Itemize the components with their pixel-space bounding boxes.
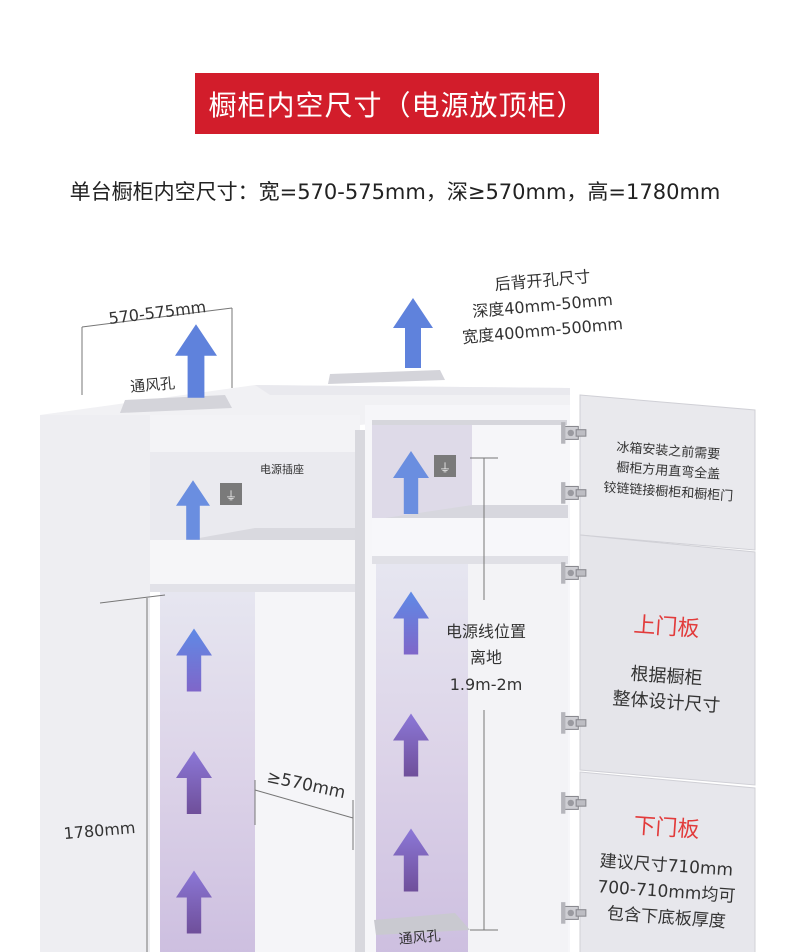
svg-text:⏚: ⏚ xyxy=(439,461,451,475)
dimension-lines xyxy=(81,307,498,952)
vent-top-right xyxy=(328,370,445,384)
lower-door-title: 下门板 xyxy=(633,814,701,844)
upper-door-panel xyxy=(579,534,756,786)
airflow-arrow-icon xyxy=(175,324,217,398)
vent-bottom-label: 通风孔 xyxy=(398,928,441,948)
hinge-note-1: 冰箱安装之前需要 xyxy=(616,439,721,462)
back-hole-line-1: 后背开孔尺寸 xyxy=(494,267,591,294)
lower-door-panel xyxy=(579,771,756,952)
vent-top-label: 通风孔 xyxy=(129,374,175,396)
socket-right xyxy=(434,455,456,477)
svg-text:⏚: ⏚ xyxy=(225,489,237,503)
subtitle-dimensions: 单台橱柜内空尺寸：宽=570-575mm，深≥570mm，高=1780mm xyxy=(69,180,721,204)
hinge-note-2: 橱柜方用直弯全盖 xyxy=(616,459,721,482)
socket-label: 电源插座 xyxy=(260,462,304,476)
vent-top-left xyxy=(120,395,232,413)
left-width-label: 570-575mm xyxy=(108,297,208,328)
vent-bottom xyxy=(374,913,470,935)
upper-door-line-1: 根据橱柜 xyxy=(630,664,703,690)
page-title: 橱柜内空尺寸（电源放顶柜） xyxy=(195,73,599,134)
top-door xyxy=(579,394,756,551)
power-line-label-3: 1.9m-2m xyxy=(450,675,523,694)
power-line-label-2: 离地 xyxy=(470,648,502,667)
upper-door-title: 上门板 xyxy=(633,613,701,643)
airflow-arrow-icon xyxy=(393,298,433,368)
socket-left xyxy=(220,483,242,505)
power-line-label-1: 电源线位置 xyxy=(446,622,526,641)
